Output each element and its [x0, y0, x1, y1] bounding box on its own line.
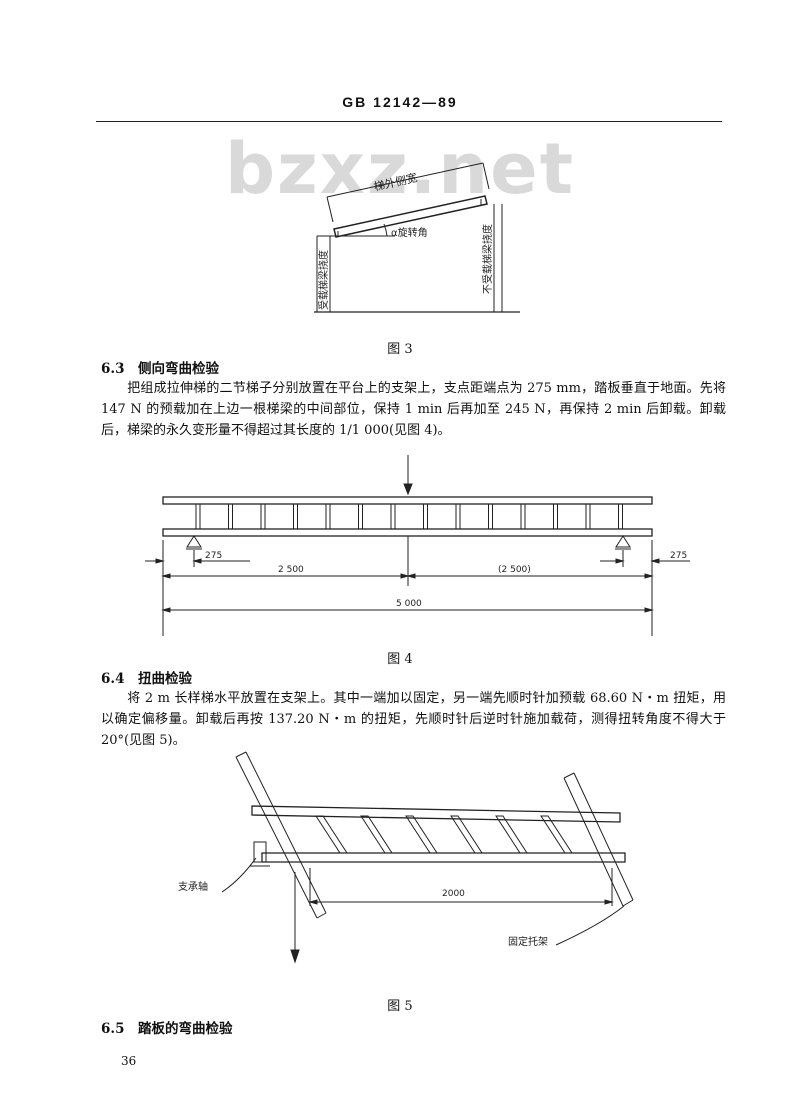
- fig4-rung: [618, 503, 623, 530]
- fig5-rung: [405, 815, 438, 854]
- fig5-support-shaft-label: 支承轴: [178, 880, 208, 893]
- section-6-4-title: 6.4 扭曲检验: [101, 671, 192, 687]
- fig4-rung: [293, 503, 298, 530]
- fig4-rung: [423, 503, 428, 530]
- fig4-rung: [520, 503, 526, 530]
- fig5-rung: [315, 815, 348, 854]
- fig4-rung: [553, 503, 558, 530]
- fig5-rung: [495, 815, 528, 854]
- section-6-4-text: 将 2 m 长样梯水平放置在支架上。其中一端加以固定，另一端先顺时针加预载 68…: [101, 691, 726, 748]
- fig4-rung: [585, 503, 591, 530]
- watermark: bzxz.net: [224, 128, 576, 210]
- section-6-3-text: 把组成拉伸梯的二节梯子分别放置在平台上的支架上，支点距端点为 275 mm，踏板…: [101, 381, 726, 438]
- fig4-rung: [488, 503, 493, 530]
- fig4-rung: [228, 503, 233, 530]
- fig3-rotation-label: α旋转角: [391, 226, 428, 239]
- fig4-dim-total: 5 000: [396, 599, 422, 609]
- fig4-dim-left-overhang: 275: [205, 551, 222, 561]
- fig4-rung: [325, 503, 331, 530]
- fig5-rung: [450, 815, 483, 854]
- fig4-rung: [455, 503, 461, 530]
- fig4-dim-right-half: (2 500): [498, 565, 531, 575]
- fig4-rung: [260, 503, 266, 530]
- fig4-rung: [195, 503, 201, 530]
- fig5-dim-length: 2000: [442, 889, 465, 899]
- figure-3-caption: 图 3: [387, 342, 413, 357]
- fig3-unloaded-deflection-label: 不受载梯梁挠度: [481, 224, 494, 294]
- section-6-4-paragraph: 将 2 m 长样梯水平放置在支架上。其中一端加以固定，另一端先顺时针加预载 68…: [101, 688, 726, 751]
- section-6-3-title: 6.3 侧向弯曲检验: [101, 361, 219, 377]
- fig5-rung: [540, 815, 573, 854]
- figure-5-caption: 图 5: [387, 999, 413, 1014]
- header-rule: [96, 121, 722, 122]
- figure-4-caption: 图 4: [387, 652, 413, 667]
- page-number: 36: [121, 1054, 137, 1068]
- fig3-loaded-deflection-label: 受载梯梁挠度: [317, 250, 330, 310]
- fig4-rung: [358, 503, 363, 530]
- section-6-5-title: 6.5 踏板的弯曲检验: [101, 1021, 233, 1037]
- fig5-rung: [360, 815, 393, 854]
- page-header-standard-code: GB 12142—89: [342, 94, 458, 110]
- section-6-3-paragraph: 把组成拉伸梯的二节梯子分别放置在平台上的支架上，支点距端点为 275 mm，踏板…: [101, 378, 726, 441]
- fig5-fixed-bracket-label: 固定托架: [508, 935, 548, 948]
- fig4-dim-right-overhang: 275: [670, 551, 687, 561]
- fig4-dim-left-half: 2 500: [278, 565, 304, 575]
- fig4-rung: [390, 503, 396, 530]
